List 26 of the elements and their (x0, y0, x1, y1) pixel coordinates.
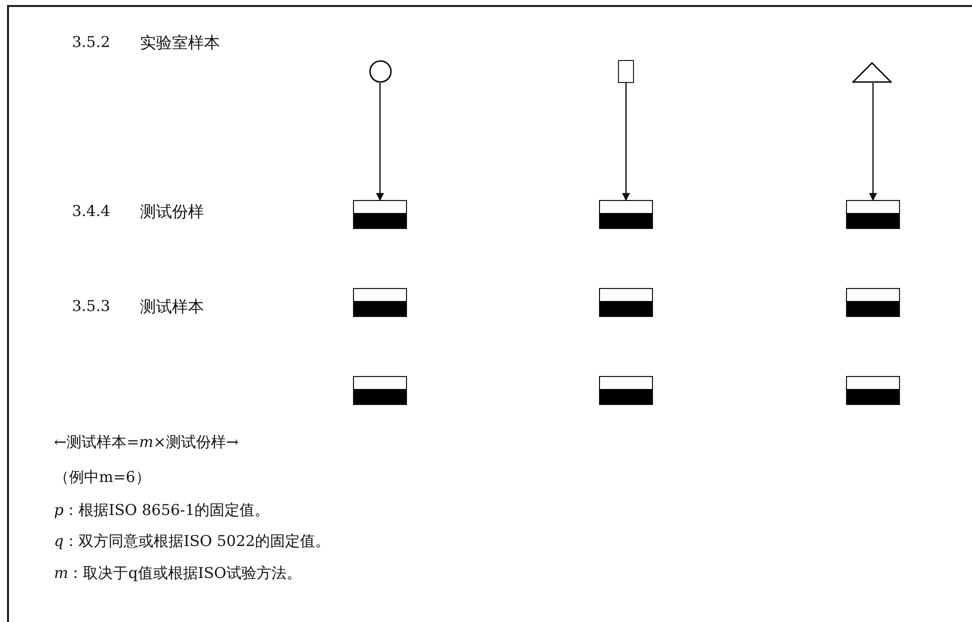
section-title: 测试份样 (140, 202, 204, 222)
sample-bar (353, 376, 407, 405)
sample-bar (846, 376, 900, 405)
definition-note: p：根据ISO 8656-1的固定值。 (54, 501, 270, 519)
example-note: （例中m=6） (54, 468, 150, 486)
circle-symbol (369, 60, 392, 83)
definition-note: m：取决于q值或根据ISO试验方法。 (54, 564, 302, 582)
sample-bar (599, 288, 653, 317)
arrow (622, 83, 630, 201)
rectangle-symbol (618, 60, 634, 83)
sample-bar (599, 376, 653, 405)
triangle-symbol (852, 62, 892, 83)
section-number: 3.4.4 (72, 202, 110, 220)
section-number: 3.5.3 (72, 297, 110, 315)
section-title: 测试样本 (140, 297, 204, 316)
arrow (869, 83, 877, 201)
sample-bar (353, 200, 407, 229)
sample-bar (353, 288, 407, 317)
sample-bar (846, 200, 900, 229)
section-title: 实验室样本 (140, 33, 220, 52)
arrow (376, 83, 384, 201)
sample-bar (599, 200, 653, 229)
section-number: 3.5.2 (72, 33, 110, 51)
definition-note: q：双方同意或根据ISO 5022的固定值。 (54, 532, 330, 550)
formula-note: ←测试样本=m×测试份样→ (54, 433, 239, 451)
sample-bar (846, 288, 900, 317)
